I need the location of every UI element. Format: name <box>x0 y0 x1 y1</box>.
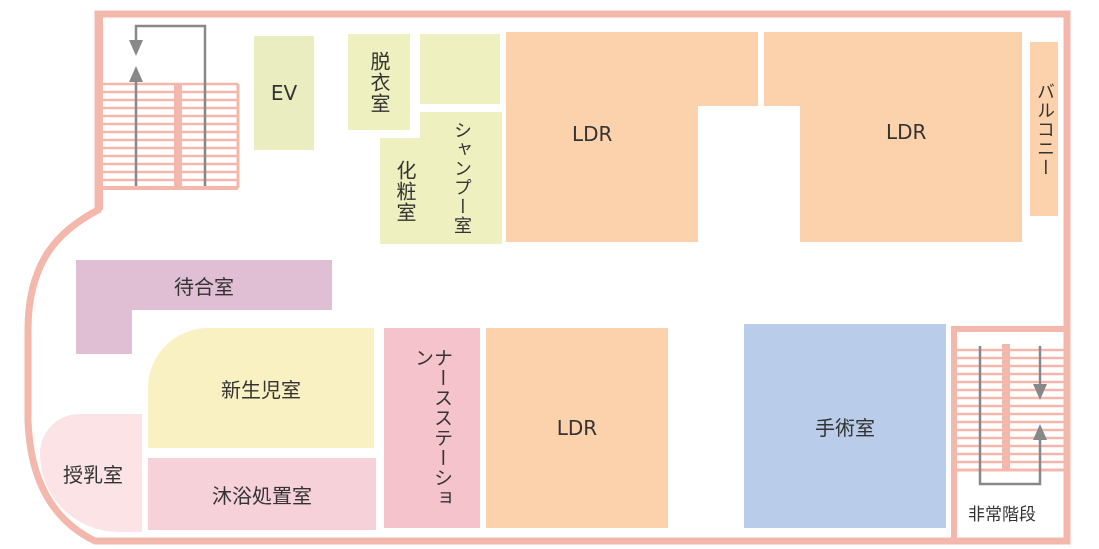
waiting-room-ext <box>76 300 132 354</box>
nurse-station: ナースステーション <box>384 328 480 528</box>
nurse-station-label: ナースステーション <box>412 348 453 508</box>
surgery-label: 手術室 <box>815 415 875 440</box>
stair-left <box>97 14 240 210</box>
ldr-top-left-upper <box>506 32 758 106</box>
bath-treatment-room: 沐浴処置室 <box>148 458 376 530</box>
nursery-label: 新生児室 <box>221 377 301 402</box>
stair-left-arrow <box>129 24 207 186</box>
makeup-label: 化粧室 <box>393 159 417 223</box>
stair-right-arrow <box>978 346 1047 486</box>
surgery-room: 手術室 <box>744 324 946 528</box>
nursing-label: 授乳室 <box>63 462 123 487</box>
bath-treatment-label: 沐浴処置室 <box>212 483 312 508</box>
ldr-top-right-upper <box>764 32 1022 106</box>
emergency-stairs-label: 非常階段 <box>968 505 1036 525</box>
ldr-top-right-label: LDR <box>886 120 927 144</box>
ev-label: EV <box>270 81 298 105</box>
shampoo-room: シャンプー室 <box>420 112 502 244</box>
stair-right <box>951 326 1068 541</box>
balcony-label: バルコニー <box>1034 81 1055 177</box>
nursery: 新生児室 <box>148 328 374 448</box>
dressing-label: 脱衣室 <box>367 50 391 114</box>
ldr-top-left-label: LDR <box>572 122 613 146</box>
ev-room: EV <box>254 36 314 150</box>
utility-top-block <box>420 34 500 104</box>
dressing-room: 脱衣室 <box>348 34 410 130</box>
balcony: バルコニー <box>1030 42 1058 216</box>
shampoo-label: シャンプー室 <box>451 121 472 235</box>
ldr-bottom-label: LDR <box>556 416 598 440</box>
ldr-top-left <box>506 100 698 242</box>
ldr-top-right <box>800 100 1022 242</box>
ldr-bottom: LDR <box>486 328 668 528</box>
waiting-label: 待合室 <box>174 274 234 299</box>
